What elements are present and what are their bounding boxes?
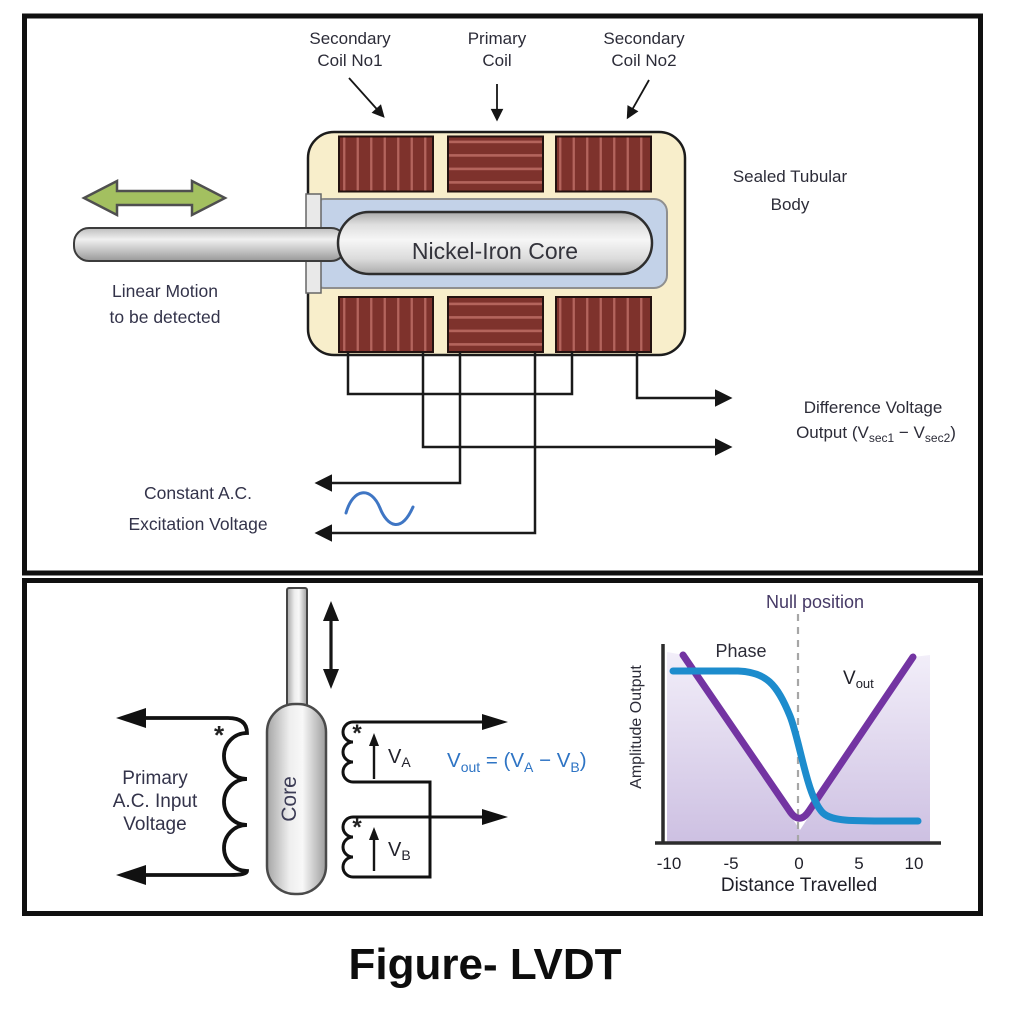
bottom-panel-border — [22, 578, 983, 916]
null-position-label: Null position — [766, 592, 864, 612]
vb-sub: B — [401, 847, 410, 863]
va-v: V — [388, 746, 402, 768]
vb-v: V — [388, 839, 402, 861]
lvdt-cross-section: Nickel-Iron Core Secondary Coil No1 Prim… — [73, 29, 956, 542]
graph-axes — [655, 644, 941, 845]
phase-label: Phase — [715, 641, 766, 661]
primary-coil-top — [447, 135, 544, 193]
secondary-coil-1-label-line1: Secondary — [309, 29, 391, 48]
nickel-iron-core-label: Nickel-Iron Core — [412, 238, 578, 264]
formula-sub2: A — [524, 759, 534, 775]
primary-coil-bottom — [447, 296, 544, 353]
formula-p1: V — [447, 749, 461, 772]
secondary-a-phase-dot: * — [352, 720, 362, 747]
excitation-wire-bottom — [314, 352, 537, 542]
secondary-coil-2-bottom — [555, 296, 652, 353]
diff-p3: ) — [950, 423, 956, 442]
secondary-coil-1-label-line2: Coil No1 — [317, 51, 382, 70]
vout-formula: Vout = (VA − VB) — [447, 749, 587, 775]
primary-top-arrow-head — [116, 708, 146, 728]
primary-winding — [146, 716, 249, 877]
tick-neg5: -5 — [723, 854, 738, 873]
phase-curve — [669, 667, 922, 825]
formula-sub1: out — [461, 759, 481, 775]
linear-motion-label-line1: Linear Motion — [112, 281, 218, 301]
sealed-body-label-line1: Sealed Tubular — [733, 167, 848, 186]
linear-motion-label-line2: to be detected — [110, 307, 221, 327]
schematic-rod — [286, 587, 308, 711]
primary-bottom-arrow-head — [116, 865, 146, 885]
excitation-label-line1: Constant A.C. — [144, 483, 252, 503]
output-wire-top — [635, 352, 733, 407]
va-arrow-head — [369, 733, 379, 746]
secondary-coil-1-top — [338, 135, 434, 193]
vout-curve-label: Vout — [843, 668, 874, 691]
lvdt-wiring — [314, 352, 733, 542]
primary-input-label-line3: Voltage — [123, 814, 186, 835]
motion-arrow-down-head — [323, 669, 339, 689]
graph-shade-left — [667, 652, 800, 843]
diff-sub1: sec1 — [869, 431, 895, 445]
va-label: VA — [388, 746, 411, 770]
secondary-coil-2-label-line1: Secondary — [603, 29, 685, 48]
primary-coil-label-line1: Primary — [468, 29, 527, 48]
top-panel-border — [22, 13, 983, 576]
vb-label: VB — [388, 839, 411, 863]
va-sub: A — [401, 754, 411, 770]
tick-5: 5 — [854, 854, 863, 873]
output-wire-bottom — [421, 352, 733, 456]
graph-ylabel: Amplitude Output — [628, 665, 645, 789]
diff-sub2: sec2 — [925, 431, 951, 445]
nickel-iron-core — [336, 210, 654, 276]
motion-arrow-up-head — [323, 601, 339, 621]
primary-input-label-line1: Primary — [122, 768, 188, 789]
formula-sub3: B — [570, 759, 579, 775]
secondary-b-phase-dot: * — [352, 814, 362, 841]
primary-phase-dot: * — [214, 720, 225, 750]
ac-sine-icon — [344, 491, 415, 526]
vout-label-v: V — [843, 668, 856, 689]
primary-coil-label-line2: Coil — [482, 51, 511, 70]
secondary-b-arrow-head — [482, 809, 508, 825]
core-rod — [73, 227, 347, 262]
difference-output-label-line1: Difference Voltage — [804, 398, 943, 417]
schematic-core — [265, 702, 328, 896]
graph-shade-right — [800, 655, 930, 843]
diff-p1: Output (V — [796, 423, 869, 442]
sealed-body-label-line2: Body — [771, 195, 810, 214]
schematic-core-label: Core — [278, 776, 301, 822]
linear-motion-arrow-icon — [81, 178, 228, 218]
primary-input-label-line2: A.C. Input — [113, 791, 198, 812]
excitation-wire-top — [314, 352, 462, 492]
tick-neg10: -10 — [657, 854, 682, 873]
tick-10: 10 — [905, 854, 924, 873]
secondary-coil-1-pointer-arrow — [348, 77, 385, 118]
excitation-label-line2: Excitation Voltage — [128, 514, 267, 534]
secondary-coil-2-label-line2: Coil No2 — [611, 51, 676, 70]
secondary-coil-2-pointer-arrow — [626, 79, 650, 120]
formula-p3: − V — [533, 749, 570, 772]
secondary-windings — [341, 720, 495, 879]
formula-p4: ) — [580, 749, 587, 772]
vb-arrow-head — [369, 827, 379, 840]
lvdt-schematic: Core * Primary A.C. Input Voltage * * VA… — [113, 587, 587, 896]
secondary-a-arrow-head — [482, 714, 508, 730]
vout-curve — [679, 651, 917, 822]
secondary-coil-2-top — [555, 135, 652, 193]
graph-xlabel: Distance Travelled — [721, 875, 877, 896]
vout-label-sub: out — [856, 676, 874, 691]
secondary-coil-1-bottom — [338, 296, 434, 353]
formula-p2: = (V — [480, 749, 524, 772]
figure-caption: Figure- LVDT — [349, 940, 622, 989]
response-graph: Null position Phase Vout Amplitude Outpu… — [628, 592, 941, 896]
tick-0: 0 — [794, 854, 803, 873]
diff-p2: − V — [894, 423, 925, 442]
difference-output-label-line2: Output (Vsec1 − Vsec2) — [796, 423, 956, 445]
